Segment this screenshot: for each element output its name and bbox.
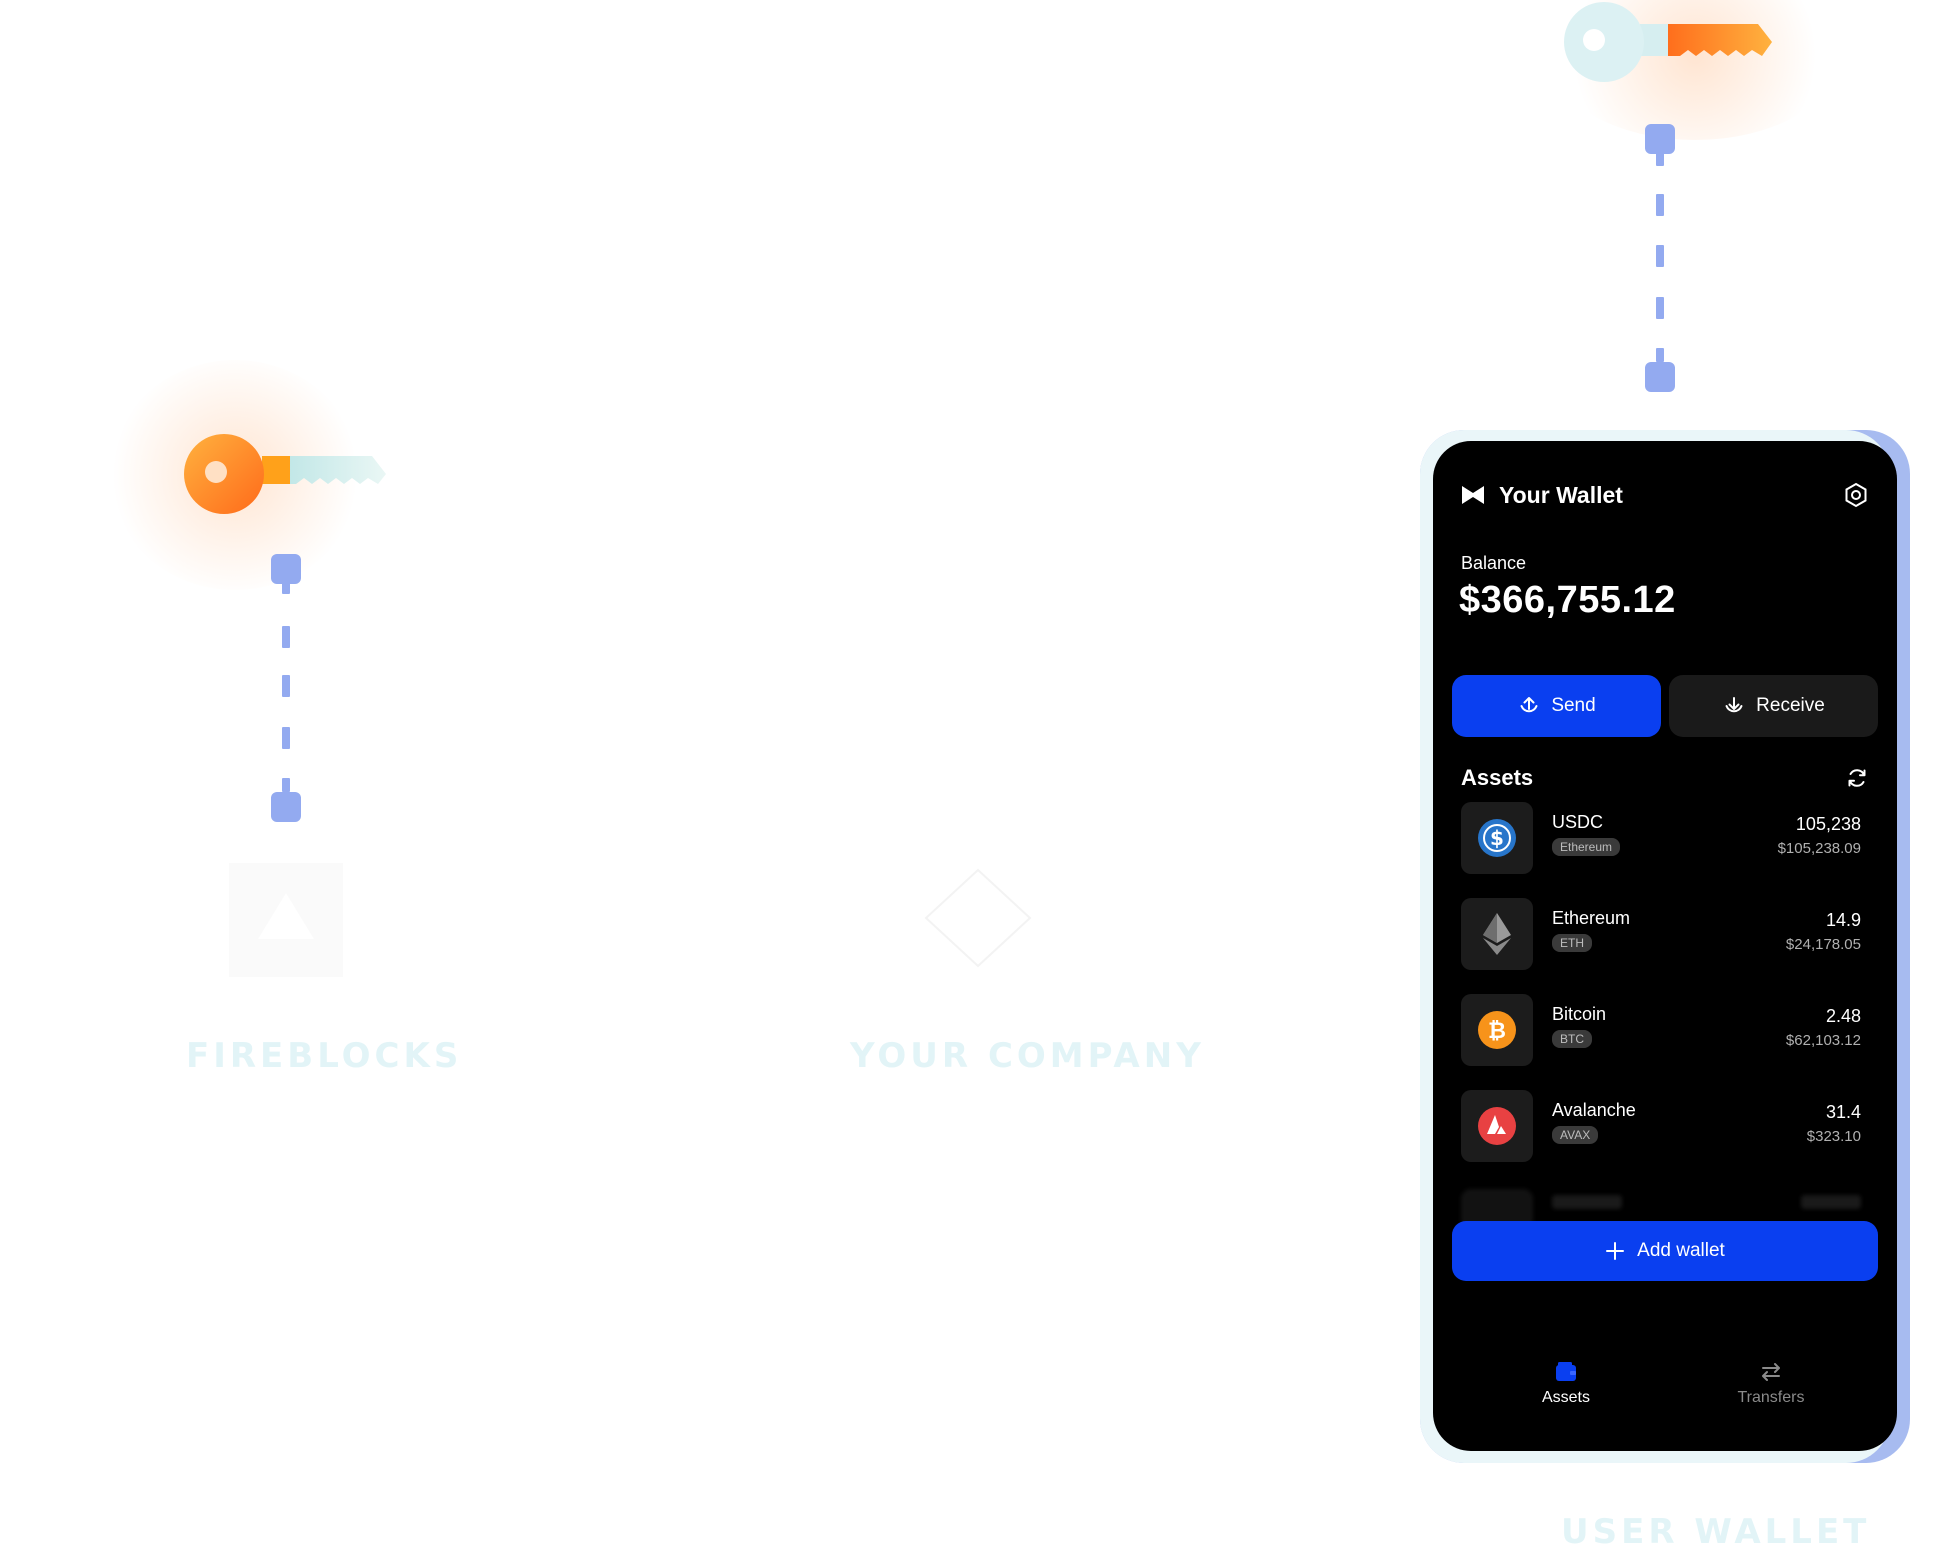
- key-icon: [1564, 2, 1772, 82]
- receive-label: Receive: [1756, 695, 1825, 716]
- company-logo: [924, 868, 1032, 968]
- asset-name: Avalanche: [1552, 1100, 1636, 1120]
- ethereum-icon: [1483, 913, 1511, 955]
- asset-network-badge: ETH: [1552, 934, 1592, 952]
- refresh-icon[interactable]: [1845, 766, 1869, 790]
- wallet-title: Your Wallet: [1499, 481, 1623, 508]
- list-item[interactable]: $ USDC Ethereum 105,238 $105,238.09: [1461, 802, 1861, 874]
- label-fireblocks: FIREBLOCKS: [186, 1036, 463, 1076]
- asset-quantity: 2.48: [1825, 1006, 1861, 1026]
- list-item[interactable]: ₿ Bitcoin BTC 2.48 $62,103.12: [1461, 994, 1861, 1066]
- tab-assets[interactable]: Assets: [1496, 1361, 1636, 1407]
- send-icon: [1520, 697, 1538, 713]
- tab-assets-label: Assets: [1541, 1389, 1590, 1406]
- balance-amount: $366,755.12: [1459, 579, 1676, 621]
- asset-usd-value: $62,103.12: [1785, 1032, 1861, 1049]
- asset-name: Ethereum: [1552, 908, 1631, 928]
- svg-text:₿: ₿: [1488, 1019, 1506, 1044]
- avalanche-icon: [1478, 1107, 1516, 1145]
- wallet-app: Your Wallet Balance $366,755.12 Send Rec…: [1433, 441, 1897, 1451]
- bottom-tabbar: Assets Transfers: [1433, 1361, 1897, 1431]
- plus-icon: [1606, 1242, 1625, 1260]
- tab-transfers[interactable]: Transfers: [1701, 1361, 1841, 1407]
- asset-quantity: 105,238: [1795, 814, 1861, 834]
- asset-network-badge: BTC: [1552, 1030, 1592, 1048]
- asset-quantity: 31.4: [1825, 1102, 1861, 1122]
- tab-transfers-label: Transfers: [1737, 1389, 1805, 1406]
- label-your-company: YOUR COMPANY: [850, 1036, 1205, 1076]
- asset-usd-value: $105,238.09: [1777, 840, 1861, 857]
- add-wallet-label: Add wallet: [1637, 1240, 1725, 1261]
- list-item[interactable]: Avalanche AVAX 31.4 $323.10: [1461, 1090, 1861, 1162]
- add-wallet-button[interactable]: Add wallet: [1452, 1221, 1878, 1281]
- key-icon: [184, 434, 386, 514]
- asset-name: USDC: [1552, 812, 1604, 832]
- usdc-icon: $: [1478, 819, 1516, 857]
- wallet-header: Your Wallet: [1461, 475, 1869, 515]
- asset-usd-value: $24,178.05: [1785, 936, 1861, 953]
- assets-heading: Assets: [1461, 765, 1534, 790]
- asset-quantity: 14.9: [1825, 910, 1861, 930]
- label-user-wallet: USER WALLET: [1561, 1512, 1871, 1552]
- balance-label: Balance: [1461, 553, 1527, 573]
- svg-text:$: $: [1490, 826, 1504, 850]
- receive-icon: [1725, 697, 1743, 713]
- settings-icon[interactable]: [1843, 482, 1869, 508]
- asset-usd-value: $323.10: [1806, 1128, 1861, 1145]
- list-item[interactable]: Ethereum ETH 14.9 $24,178.05: [1461, 898, 1861, 970]
- asset-name: Bitcoin: [1552, 1004, 1607, 1024]
- wallet-logo-icon: [1462, 486, 1484, 504]
- bitcoin-icon: ₿: [1478, 1011, 1516, 1049]
- wallet-icon: [1556, 1362, 1576, 1381]
- send-label: Send: [1551, 695, 1596, 716]
- fireblocks-logo: [229, 863, 343, 977]
- send-button[interactable]: Send: [1452, 675, 1661, 737]
- transfer-arrows-icon: [1762, 1363, 1780, 1381]
- asset-network-badge: Ethereum: [1552, 838, 1621, 856]
- asset-network-badge: AVAX: [1552, 1126, 1599, 1144]
- receive-button[interactable]: Receive: [1669, 675, 1878, 737]
